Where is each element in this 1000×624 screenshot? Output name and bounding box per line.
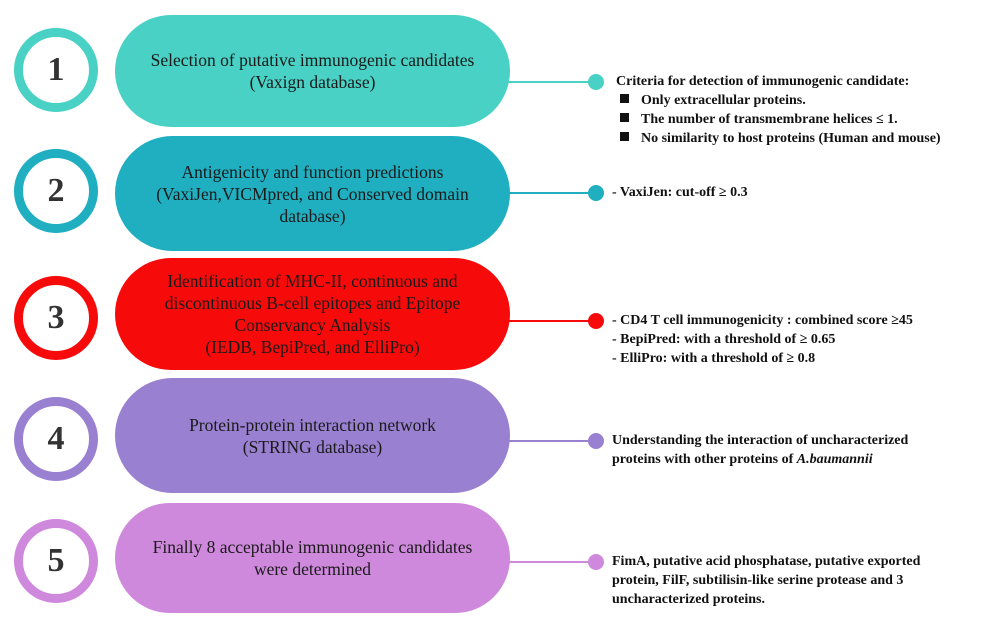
note-line: - CD4 T cell immunogenicity : combined s…	[612, 313, 913, 328]
step-box: Identification of MHC-II, continuous and…	[115, 258, 510, 370]
species-name: A.baumannii	[796, 452, 873, 467]
step-text-line: Selection of putative immunogenic candid…	[150, 50, 475, 70]
connector-dot	[588, 554, 604, 570]
note-title: Criteria for detection of immunogenic ca…	[616, 74, 910, 89]
note-line: proteins with other proteins of A.bauman…	[612, 452, 873, 467]
note-bullet: No similarity to host proteins (Human an…	[616, 129, 941, 148]
connector-line	[505, 440, 595, 442]
note-line: - ElliPro: with a threshold of ≥ 0.8	[612, 351, 816, 366]
step-note: Criteria for detection of immunogenic ca…	[616, 72, 941, 148]
connector-line	[505, 192, 595, 194]
step-box: Protein-protein interaction network (STR…	[115, 378, 510, 493]
step-text-line: were determined	[253, 559, 372, 579]
step-note: FimA, putative acid phosphatase, putativ…	[612, 552, 920, 609]
step-box: Finally 8 acceptable immunogenic candida…	[115, 503, 510, 613]
square-bullet-icon	[620, 132, 629, 141]
note-bullet: The number of transmembrane helices ≤ 1.	[616, 110, 941, 129]
step-text-line: database)	[279, 205, 346, 226]
note-line: FimA, putative acid phosphatase, putativ…	[612, 554, 921, 569]
connector-dot	[588, 313, 604, 329]
step-number: 4	[47, 420, 65, 457]
connector-dot	[588, 74, 604, 90]
step-text-line: Identification of MHC-II, continuous and	[167, 271, 458, 291]
note-line: - BepiPred: with a threshold of ≥ 0.65	[612, 332, 836, 347]
connector-line	[505, 81, 595, 83]
step-text-line: Finally 8 acceptable immunogenic candida…	[152, 537, 473, 557]
step-number: 2	[47, 172, 65, 209]
step-number-circle: 2	[14, 149, 98, 233]
step-number-circle: 5	[14, 519, 98, 603]
step-text-line: Antigenicity and function predictions	[181, 161, 444, 182]
step-number-circle: 4	[14, 397, 98, 481]
step-text-line: (Vaxign database)	[249, 72, 376, 92]
step-note: Understanding the interaction of unchara…	[612, 431, 908, 469]
step-text-line: (STRING database)	[242, 436, 383, 457]
square-bullet-icon	[620, 113, 629, 122]
step-text-line: Protein-protein interaction network	[189, 414, 436, 435]
square-bullet-icon	[620, 94, 629, 103]
step-number: 3	[47, 299, 65, 336]
step-text-line: Conservancy Analysis	[234, 315, 391, 335]
step-box: Antigenicity and function predictions (V…	[115, 136, 510, 251]
step-text-line: discontinuous B-cell epitopes and Epitop…	[164, 293, 461, 313]
note-line: uncharacterized proteins.	[612, 592, 765, 607]
connector-line	[505, 320, 595, 322]
note-line: protein, FilF, subtilisin-like serine pr…	[612, 573, 904, 588]
step-number-circle: 1	[14, 28, 98, 112]
note-bullet: Only extracellular proteins.	[616, 91, 941, 110]
note-line: - VaxiJen: cut-off ≥ 0.3	[612, 185, 748, 200]
step-note: - CD4 T cell immunogenicity : combined s…	[612, 311, 913, 368]
connector-dot	[588, 185, 604, 201]
connector-line	[505, 561, 595, 563]
step-text-line: (IEDB, BepiPred, and ElliPro)	[205, 337, 420, 357]
step-note: - VaxiJen: cut-off ≥ 0.3	[612, 183, 748, 202]
step-number-circle: 3	[14, 276, 98, 360]
step-box: Selection of putative immunogenic candid…	[115, 15, 510, 127]
note-line: Understanding the interaction of unchara…	[612, 433, 909, 448]
step-number: 5	[47, 542, 65, 579]
step-text-line: (VaxiJen,VICMpred, and Conserved domain	[156, 183, 469, 204]
connector-dot	[588, 433, 604, 449]
step-number: 1	[47, 51, 65, 88]
